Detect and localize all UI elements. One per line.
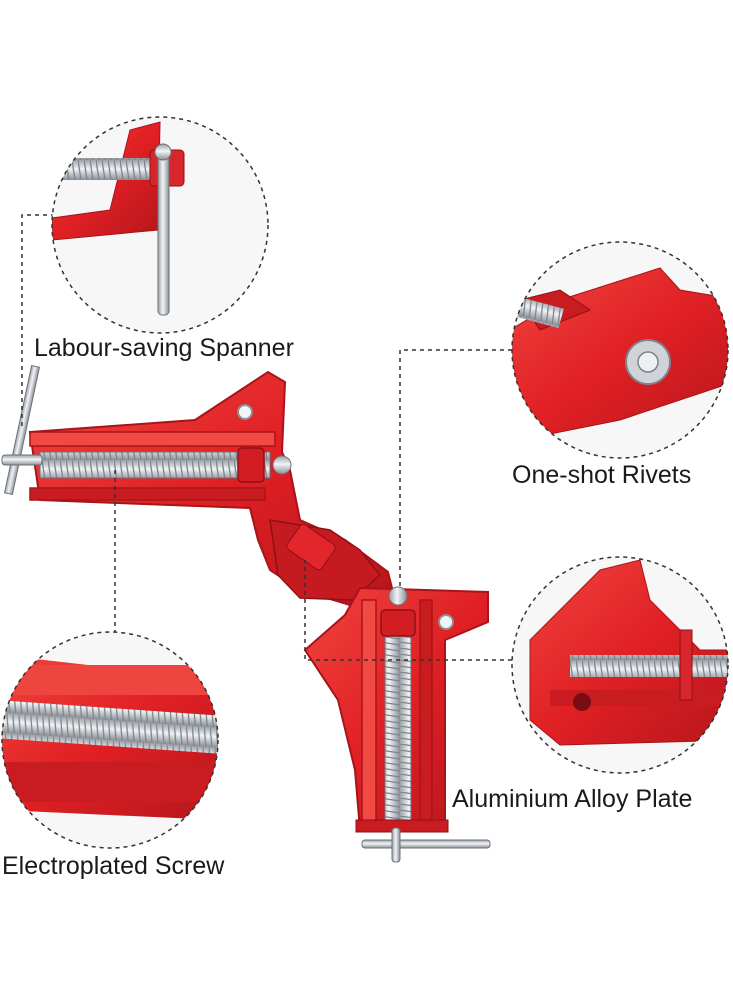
bottom-spanner-pin xyxy=(391,827,401,863)
lower-screw-nut xyxy=(380,609,416,637)
left-spanner-pin xyxy=(1,454,43,466)
lower-rail-right xyxy=(419,599,433,826)
label-aluminium-alloy-plate: Aluminium Alloy Plate xyxy=(452,785,693,813)
leader-lines xyxy=(21,214,512,661)
leader-plate xyxy=(304,560,512,661)
corner-clamp xyxy=(1,364,491,863)
lower-base xyxy=(355,819,449,833)
upper-screw-bolt-head xyxy=(272,455,292,475)
lower-rivet xyxy=(438,614,454,630)
callout-rivets xyxy=(511,241,729,459)
upper-rail-bottom xyxy=(29,487,266,501)
upper-rail xyxy=(29,431,276,447)
corner-joint-block xyxy=(286,523,336,571)
upper-screw xyxy=(39,451,271,479)
callout-screw xyxy=(1,631,219,849)
label-one-shot-rivets: One-shot Rivets xyxy=(512,461,692,489)
upper-rivet xyxy=(237,404,253,420)
callout-plate xyxy=(511,556,729,774)
label-electroplated-screw: Electroplated Screw xyxy=(2,852,225,880)
bottom-spanner-bar xyxy=(361,839,491,849)
label-labour-saving-spanner: Labour-saving Spanner xyxy=(34,334,294,362)
upper-screw-nut xyxy=(237,447,265,483)
leader-rivets xyxy=(399,349,512,590)
leader-spanner xyxy=(21,214,55,430)
lower-screw xyxy=(384,619,412,821)
callout-spanner xyxy=(51,116,269,334)
lower-screw-bolt-head xyxy=(388,586,408,606)
lower-rail-left xyxy=(361,599,377,826)
